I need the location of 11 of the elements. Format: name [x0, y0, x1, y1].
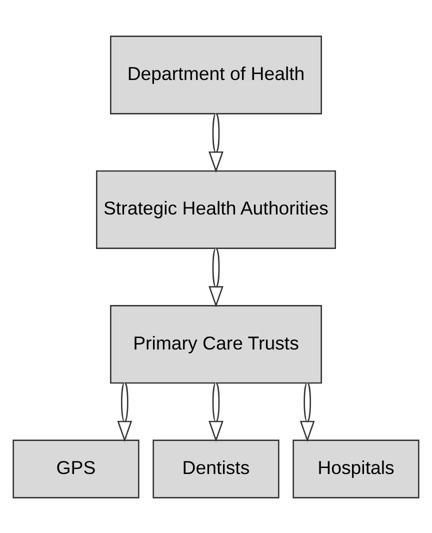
arrow — [208, 112, 224, 172]
arrow — [117, 382, 132, 442]
node-box: Strategic Health Authorities — [96, 170, 336, 248]
node-box: Hospitals — [292, 439, 420, 498]
node-box: Department of Health — [110, 35, 322, 114]
node-box: Dentists — [152, 439, 280, 498]
node-box: GPS — [12, 439, 140, 498]
node-box: Primary Care Trusts — [110, 304, 322, 384]
arrow — [208, 248, 224, 307]
arrow — [208, 382, 224, 442]
arrow — [300, 382, 315, 442]
